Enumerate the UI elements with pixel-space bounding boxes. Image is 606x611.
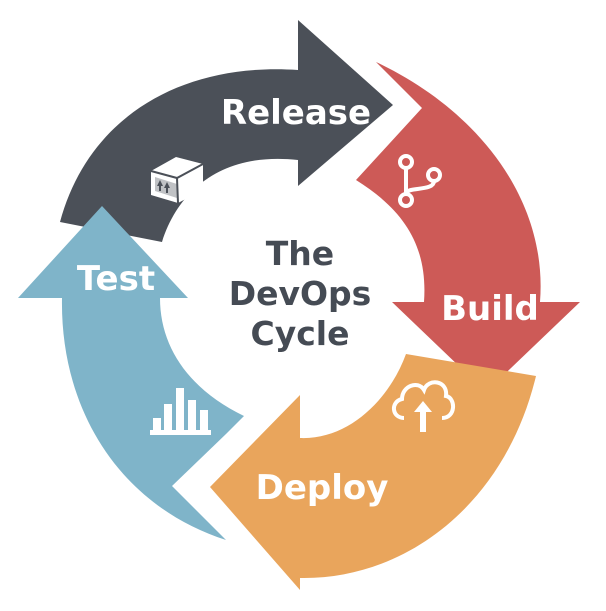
center-title: The DevOps Cycle [229,234,372,353]
branch-icon [398,154,442,208]
center-title-line-1: The [266,234,334,273]
test-arrow [18,206,244,540]
build-label: Build [441,289,539,329]
build-arrow [356,62,580,392]
box-icon [150,157,204,204]
center-title-line-2: DevOps [229,274,372,313]
deploy-arrow [210,354,536,590]
build-segment: Build [356,62,580,392]
deploy-label: Deploy [256,468,389,508]
release-arrow [60,20,393,242]
release-label: Release [221,93,371,133]
deploy-segment: Deploy [210,354,536,590]
cloud-upload-icon [392,380,455,432]
center-title-line-3: Cycle [251,314,350,353]
test-segment: Test [18,206,244,540]
release-segment: Release [60,20,393,242]
test-label: Test [77,259,155,299]
bar-chart-icon [150,388,211,435]
